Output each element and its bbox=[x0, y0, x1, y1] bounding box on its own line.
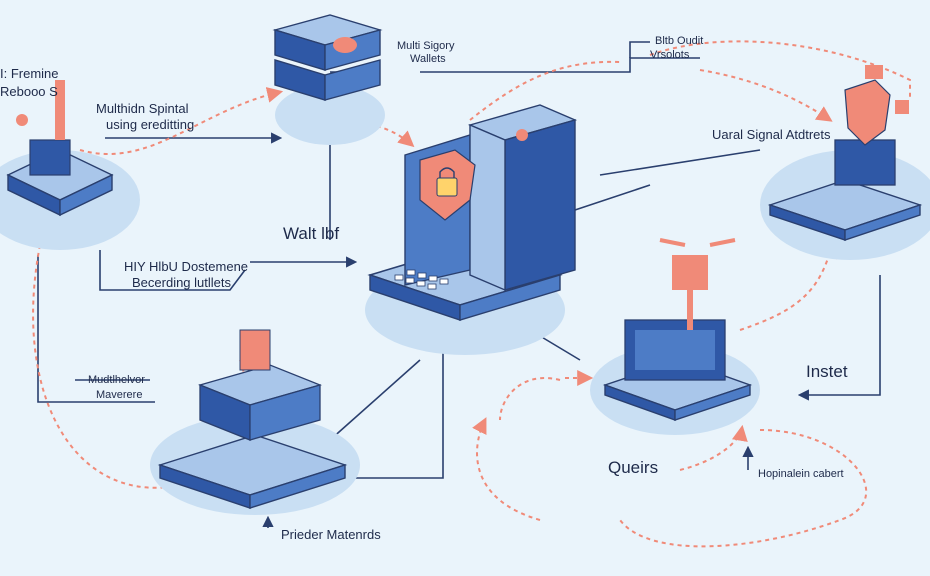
label-top-left-1: I: Fremine bbox=[0, 66, 59, 81]
label-bottom-left-1: Mudtlhelvor bbox=[88, 374, 145, 386]
label-bottom-center: Prieder Matenrds bbox=[281, 527, 381, 542]
padlock-shield-icon bbox=[367, 104, 578, 321]
label-bottom-right-mid: Queirs bbox=[608, 458, 659, 477]
label-bottom-left-2: Maverere bbox=[96, 389, 143, 401]
label-multisign-2: using ereditting bbox=[106, 117, 195, 132]
shield-icon bbox=[767, 65, 923, 241]
label-left-mid-2: Becerding lutllets bbox=[132, 275, 231, 290]
label-center-left: Walt lbf bbox=[283, 224, 340, 243]
router-icon bbox=[659, 238, 736, 330]
label-top-center-2: Wallets bbox=[410, 53, 446, 65]
label-top-right-1: Bltb Oudit bbox=[655, 35, 704, 47]
server-icon bbox=[272, 14, 383, 101]
label-top-left-2: Rebooo S bbox=[0, 84, 58, 99]
label-top-right-2: Vrsolots bbox=[650, 49, 690, 61]
stacked-server-icon bbox=[6, 80, 114, 217]
label-right-lower: Instet bbox=[806, 362, 848, 381]
laptop-icon bbox=[602, 319, 753, 421]
label-multisign-1: Multhidn Spintal bbox=[96, 101, 189, 116]
label-bottom-right: Hopinalein cabert bbox=[758, 468, 844, 480]
flow-arrows bbox=[32, 40, 911, 548]
label-left-mid-1: HIY HlbU Dostemene bbox=[124, 259, 249, 274]
laptop-icon bbox=[157, 329, 348, 509]
label-top-center-1: Multi Sigory bbox=[397, 40, 455, 52]
label-right-mid: Uaral Signal Atdtrets bbox=[712, 127, 831, 142]
